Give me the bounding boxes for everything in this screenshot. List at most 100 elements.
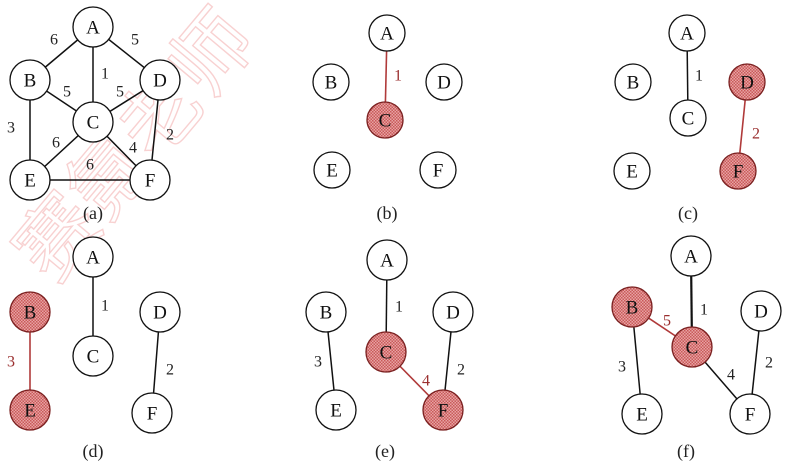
node-a: A	[368, 14, 406, 52]
node-e: E	[613, 152, 651, 190]
node-label: B	[24, 303, 37, 324]
node-b: B	[9, 291, 51, 333]
node-label: F	[433, 161, 444, 182]
node-circle	[305, 291, 347, 333]
edge-weight-label: 3	[314, 354, 322, 371]
node-c: C	[669, 99, 707, 137]
node-f: F	[422, 389, 464, 431]
node-label: C	[380, 343, 393, 364]
node-label: A	[380, 24, 394, 45]
node-f: F	[131, 392, 173, 434]
node-d: D	[432, 291, 474, 333]
node-label: D	[153, 303, 167, 324]
edge-weight-label: 3	[618, 359, 626, 376]
node-circle	[422, 389, 464, 431]
node-label: A	[684, 247, 698, 268]
node-label: B	[320, 303, 333, 324]
node-d: D	[139, 59, 181, 101]
node-label: C	[686, 338, 699, 359]
edge-weight-label: 4	[727, 367, 735, 384]
node-circle	[72, 335, 114, 377]
edge-weight-label: 4	[129, 140, 137, 157]
node-a: A	[72, 236, 114, 278]
node-c: C	[365, 331, 407, 373]
node-circle	[671, 326, 713, 368]
edge-weight-label: 1	[101, 298, 109, 315]
node-a: A	[670, 235, 712, 277]
panel-caption: (c)	[678, 203, 698, 224]
node-circle	[72, 6, 114, 48]
node-b: B	[312, 63, 350, 101]
edge-weight-label: 5	[663, 313, 671, 330]
node-circle	[432, 291, 474, 333]
node-circle	[9, 159, 51, 201]
node-b: B	[614, 63, 652, 101]
node-label: F	[145, 171, 156, 192]
node-label: D	[437, 73, 451, 94]
node-circle	[740, 290, 782, 332]
node-e: E	[313, 151, 351, 189]
node-circle	[313, 151, 351, 189]
node-label: A	[680, 24, 694, 45]
node-b: B	[9, 59, 51, 101]
node-label: C	[87, 347, 100, 368]
panel-caption: (f)	[677, 441, 695, 462]
node-circle	[729, 393, 771, 435]
node-d: D	[740, 290, 782, 332]
node-circle	[72, 101, 114, 143]
node-circle	[129, 159, 171, 201]
node-label: F	[438, 401, 449, 422]
node-a: A	[72, 6, 114, 48]
node-circle	[621, 393, 663, 435]
node-circle	[315, 389, 357, 431]
node-circle	[366, 239, 408, 281]
edge-weight-label: 1	[101, 66, 109, 83]
edge-weight-label: 5	[63, 84, 71, 101]
node-label: E	[636, 405, 648, 426]
node-d: D	[728, 63, 766, 101]
panel-caption: (e)	[375, 441, 395, 462]
node-a: A	[668, 14, 706, 52]
node-label: B	[627, 73, 640, 94]
node-circle	[419, 151, 457, 189]
node-label: E	[24, 171, 36, 192]
panel-caption: (b)	[377, 203, 398, 224]
node-label: D	[153, 71, 167, 92]
edge-weight-label: 2	[457, 362, 465, 379]
node-f: F	[129, 159, 171, 201]
node-circle	[72, 236, 114, 278]
node-e: E	[9, 159, 51, 201]
node-f: F	[419, 151, 457, 189]
node-label: F	[733, 162, 744, 183]
node-circle	[425, 63, 463, 101]
edge-weight-label: 6	[52, 135, 60, 152]
node-circle	[9, 291, 51, 333]
node-c: C	[72, 101, 114, 143]
node-e: E	[315, 389, 357, 431]
node-circle	[669, 99, 707, 137]
node-label: A	[380, 251, 394, 272]
node-label: D	[740, 73, 754, 94]
node-circle	[9, 59, 51, 101]
node-circle	[668, 14, 706, 52]
node-label: C	[379, 111, 392, 132]
node-label: A	[86, 248, 100, 269]
edge-weight-label: 5	[116, 84, 124, 101]
node-c: C	[671, 326, 713, 368]
edge-weight-label: 6	[50, 32, 58, 49]
node-label: B	[24, 71, 37, 92]
edge-weight-label: 2	[166, 127, 174, 144]
node-label: A	[86, 18, 100, 39]
node-label: D	[446, 303, 460, 324]
node-circle	[670, 235, 712, 277]
node-label: C	[87, 113, 100, 134]
node-circle	[312, 63, 350, 101]
node-circle	[131, 392, 173, 434]
node-label: E	[326, 161, 338, 182]
node-circle	[611, 286, 653, 328]
node-e: E	[621, 393, 663, 435]
